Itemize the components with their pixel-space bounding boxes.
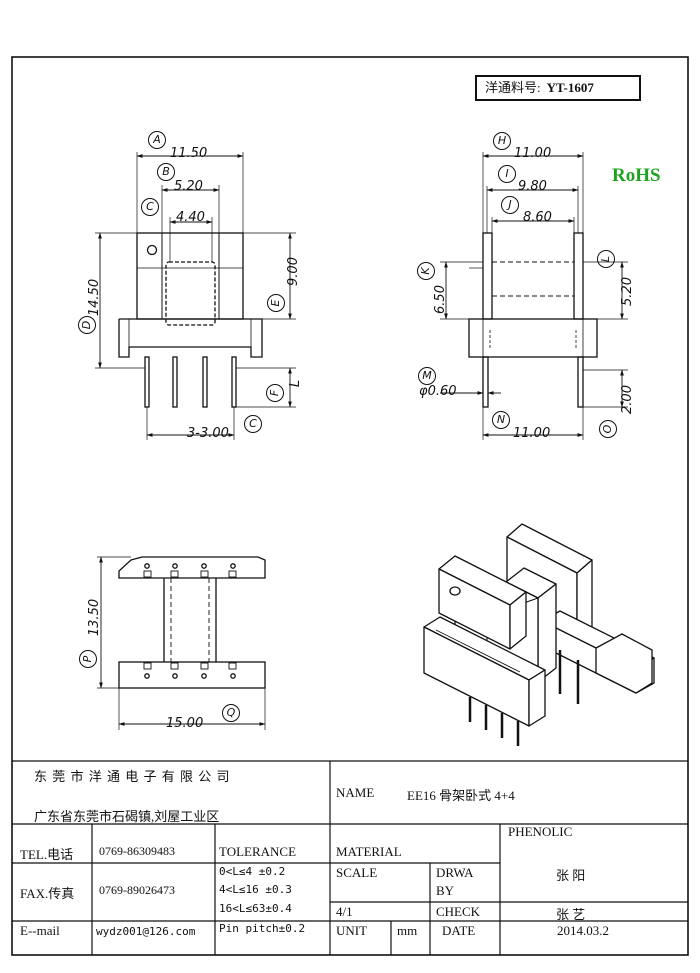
material-value: PHENOLIC	[508, 824, 573, 839]
dim-tag-m: M	[418, 367, 436, 385]
dim-value-pin-pitch: 3-3.00	[187, 426, 229, 441]
isometric-view	[423, 523, 655, 746]
dim-value-a: 11.50	[170, 146, 208, 161]
side-view	[440, 152, 628, 440]
tolerance-row-4: Pin pitch±0.2	[219, 922, 306, 935]
tolerance-label: TOLERANCE	[219, 844, 297, 859]
dim-value-h: 11.00	[514, 146, 552, 161]
dim-tag-b: B	[157, 163, 175, 181]
part-number-label: 洋通料号:	[485, 80, 541, 95]
dim-tag-k: K	[417, 262, 435, 280]
drawn-by-label-2: BY	[436, 883, 455, 898]
email-value: wydz001@126.com	[96, 925, 196, 938]
check-value: 张 艺	[556, 907, 586, 922]
dim-value-k: 6.50	[432, 285, 448, 314]
material-label: MATERIAL	[336, 844, 402, 859]
name-label: NAME	[336, 785, 375, 800]
tel-value: 0769-86309483	[99, 844, 175, 858]
dim-value-n: 11.00	[513, 426, 551, 441]
name-value: EE16 骨架卧式 4+4	[407, 788, 515, 803]
date-value: 2014.03.2	[557, 923, 609, 938]
company-address: 广东省东莞市石碣镇,刘屋工业区	[34, 809, 220, 824]
tolerance-row-1: 0<L≤4 ±0.2	[219, 865, 286, 878]
dim-value-q: 15.00	[166, 716, 204, 731]
dim-value-p: 13.50	[87, 598, 103, 637]
scale-label: SCALE	[336, 865, 378, 880]
drawn-by-value: 张 阳	[556, 868, 586, 883]
rohs-mark: RoHS	[612, 165, 661, 186]
scale-value: 4/1	[336, 904, 353, 919]
dim-tag-g: C	[244, 415, 262, 433]
dim-value-b: 5.20	[174, 179, 203, 194]
dim-value-e: 9.00	[285, 257, 301, 286]
dim-tag-n: N	[492, 411, 510, 429]
dim-value-i: 9.80	[518, 179, 547, 194]
front-view	[95, 152, 296, 440]
tolerance-row-3: 16<L≤63±0.4	[219, 902, 292, 915]
dim-value-o: 2.00	[619, 385, 635, 414]
dim-tag-d: D	[78, 316, 96, 334]
bottom-view	[97, 556, 266, 730]
check-label: CHECK	[436, 904, 481, 919]
drawn-by-label-1: DRWA	[436, 865, 474, 880]
dim-tag-j: J	[501, 196, 519, 214]
dim-tag-c-top: C	[141, 198, 159, 216]
dim-value-l: 5.20	[619, 277, 635, 306]
unit-label: UNIT	[336, 923, 368, 938]
dim-tag-q: Q	[222, 704, 240, 722]
title-block-grid	[12, 760, 688, 955]
part-number: YT-1607	[546, 80, 594, 95]
fax-label: FAX.传真	[20, 886, 75, 901]
tel-label: TEL.电话	[20, 847, 74, 862]
dim-value-c-top: 4.40	[176, 210, 205, 225]
dim-value-d: 14.50	[87, 278, 103, 317]
dim-tag-i: I	[498, 165, 516, 183]
date-label: DATE	[442, 923, 476, 938]
sheet-border	[11, 56, 689, 956]
tolerance-row-2: 4<L≤16 ±0.3	[219, 883, 292, 896]
dim-tag-e: E	[267, 294, 285, 312]
dim-tag-h: H	[493, 132, 511, 150]
unit-value: mm	[397, 923, 418, 938]
fax-value: 0769-89026473	[99, 883, 175, 897]
dim-tag-p: P	[79, 650, 97, 668]
dim-value-j: 8.60	[523, 210, 552, 225]
dim-tag-l: L	[597, 250, 615, 268]
part-number-box: 洋通料号: YT-1607	[475, 75, 641, 101]
dim-tag-a: A	[148, 131, 166, 149]
dim-tag-o: O	[599, 420, 617, 438]
company-name: 东 莞 市 洋 通 电 子 有 限 公 司	[34, 769, 231, 784]
email-label: E--mail	[20, 923, 60, 938]
dim-tag-f: F	[266, 384, 284, 402]
dim-value-f: L	[288, 379, 304, 388]
dim-value-m: φ0.60	[419, 384, 457, 399]
